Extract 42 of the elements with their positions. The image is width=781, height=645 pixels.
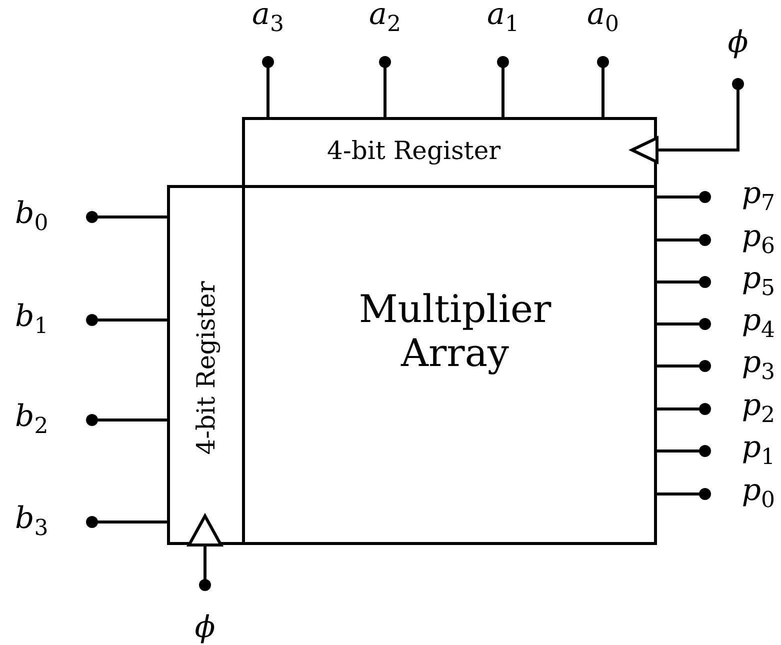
pin-label: a$_{3}$ <box>252 0 284 36</box>
signal-line <box>657 318 711 330</box>
pin-label: a$_{1}$ <box>487 0 519 36</box>
signal-line <box>86 314 167 326</box>
signal-line <box>86 211 167 223</box>
register-box <box>242 117 657 188</box>
signal-line <box>597 56 609 117</box>
signal-line <box>262 56 274 117</box>
pin-label: p$_{6}$ <box>742 222 775 258</box>
signal-line <box>657 78 744 152</box>
signal-line <box>657 191 711 203</box>
block-label: Multiplier Array <box>358 288 552 376</box>
pin-label: b$_{1}$ <box>15 302 48 338</box>
pin-label: a$_{0}$ <box>587 0 619 36</box>
pin-label: b$_{3}$ <box>15 504 48 540</box>
signal-line <box>657 234 711 246</box>
signal-line <box>657 360 711 372</box>
pin-label: p$_{7}$ <box>742 179 775 215</box>
signal-line <box>657 276 711 288</box>
register-box <box>167 185 245 545</box>
signal-line <box>657 488 711 500</box>
signal-line <box>497 56 509 117</box>
signal-line <box>379 56 391 117</box>
signal-line <box>657 445 711 457</box>
signal-line <box>86 516 167 528</box>
register-label: 4-bit Register <box>327 136 501 165</box>
pin-label: ϕ <box>728 28 748 58</box>
pin-label: b$_{0}$ <box>15 199 48 235</box>
pin-label: a$_{2}$ <box>369 0 401 36</box>
pin-label: p$_{1}$ <box>742 433 775 469</box>
pin-label: p$_{2}$ <box>742 391 775 427</box>
signal-line <box>86 414 167 426</box>
pin-label: p$_{4}$ <box>742 306 775 342</box>
signal-line <box>657 403 711 415</box>
pin-label: b$_{2}$ <box>15 402 48 438</box>
register-label: 4-bit Register <box>192 281 220 455</box>
pin-label: p$_{5}$ <box>742 264 775 300</box>
pin-label: ϕ <box>194 613 216 643</box>
pin-label: p$_{3}$ <box>742 348 775 384</box>
multiplier-array-box <box>242 185 657 545</box>
signal-line <box>199 545 211 591</box>
pin-label: p$_{0}$ <box>742 476 775 512</box>
